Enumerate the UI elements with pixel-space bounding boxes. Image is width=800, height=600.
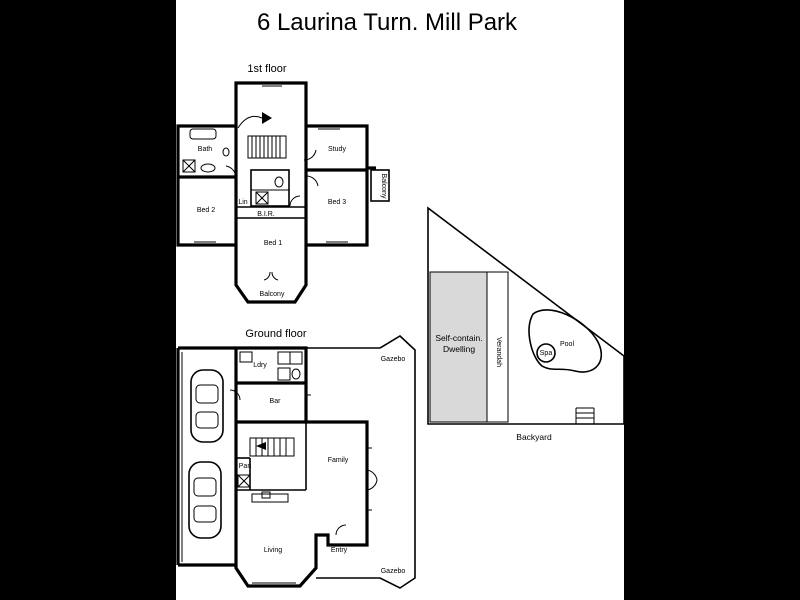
room-label-bir: B.I.R. <box>257 211 275 218</box>
room-label-bed3: Bed 3 <box>328 199 346 206</box>
backyard-steps <box>575 407 595 424</box>
dwelling-label-line1: Self-contain. <box>435 333 482 343</box>
verandah <box>486 271 509 423</box>
room-label-pantry: Pan <box>239 463 252 470</box>
car-bottom <box>188 461 222 539</box>
first-floor-walls <box>176 81 390 304</box>
room-label-living: Living <box>264 547 282 554</box>
ground-floor-heading: Ground floor <box>245 328 306 340</box>
room-label-side-balcony: Balcony <box>380 174 387 199</box>
first-floor-fixtures <box>182 128 319 281</box>
garage-cars <box>188 369 224 539</box>
room-label-bed2: Bed 2 <box>197 207 215 214</box>
first-floor-windows <box>194 85 348 243</box>
dwelling-label-line2: Dwelling <box>443 344 475 354</box>
pool <box>528 309 603 373</box>
spa <box>536 343 556 363</box>
room-label-bar: Bar <box>270 398 282 405</box>
car-top <box>190 369 224 443</box>
first-floor-stairs <box>237 112 287 159</box>
self-contained-dwelling <box>429 271 488 423</box>
room-label-gazebo-top: Gazebo <box>381 356 406 363</box>
room-label-gazebo-bottom: Gazebo <box>381 568 406 575</box>
spa-label: Spa <box>540 350 553 357</box>
backyard-site <box>427 206 625 425</box>
room-label-bath: Bath <box>198 146 213 153</box>
room-label-linen: Lin <box>238 199 247 206</box>
ground-floor-walls <box>176 335 416 589</box>
first-floor-heading: 1st floor <box>247 63 286 75</box>
room-label-bed1: Bed 1 <box>264 240 282 247</box>
verandah-label: Verandah <box>495 337 502 367</box>
room-label-entry: Entry <box>331 547 348 554</box>
room-label-laundry: Ldry <box>253 362 267 369</box>
paper-sheet <box>176 0 624 600</box>
room-label-family: Family <box>328 457 349 464</box>
pool-label: Pool <box>560 341 574 348</box>
room-label-front-balcony: Balcony <box>260 291 285 298</box>
room-label-study: Study <box>328 146 346 153</box>
backyard-label: Backyard <box>516 432 552 442</box>
plan-title: 6 Laurina Turn. Mill Park <box>257 9 518 36</box>
